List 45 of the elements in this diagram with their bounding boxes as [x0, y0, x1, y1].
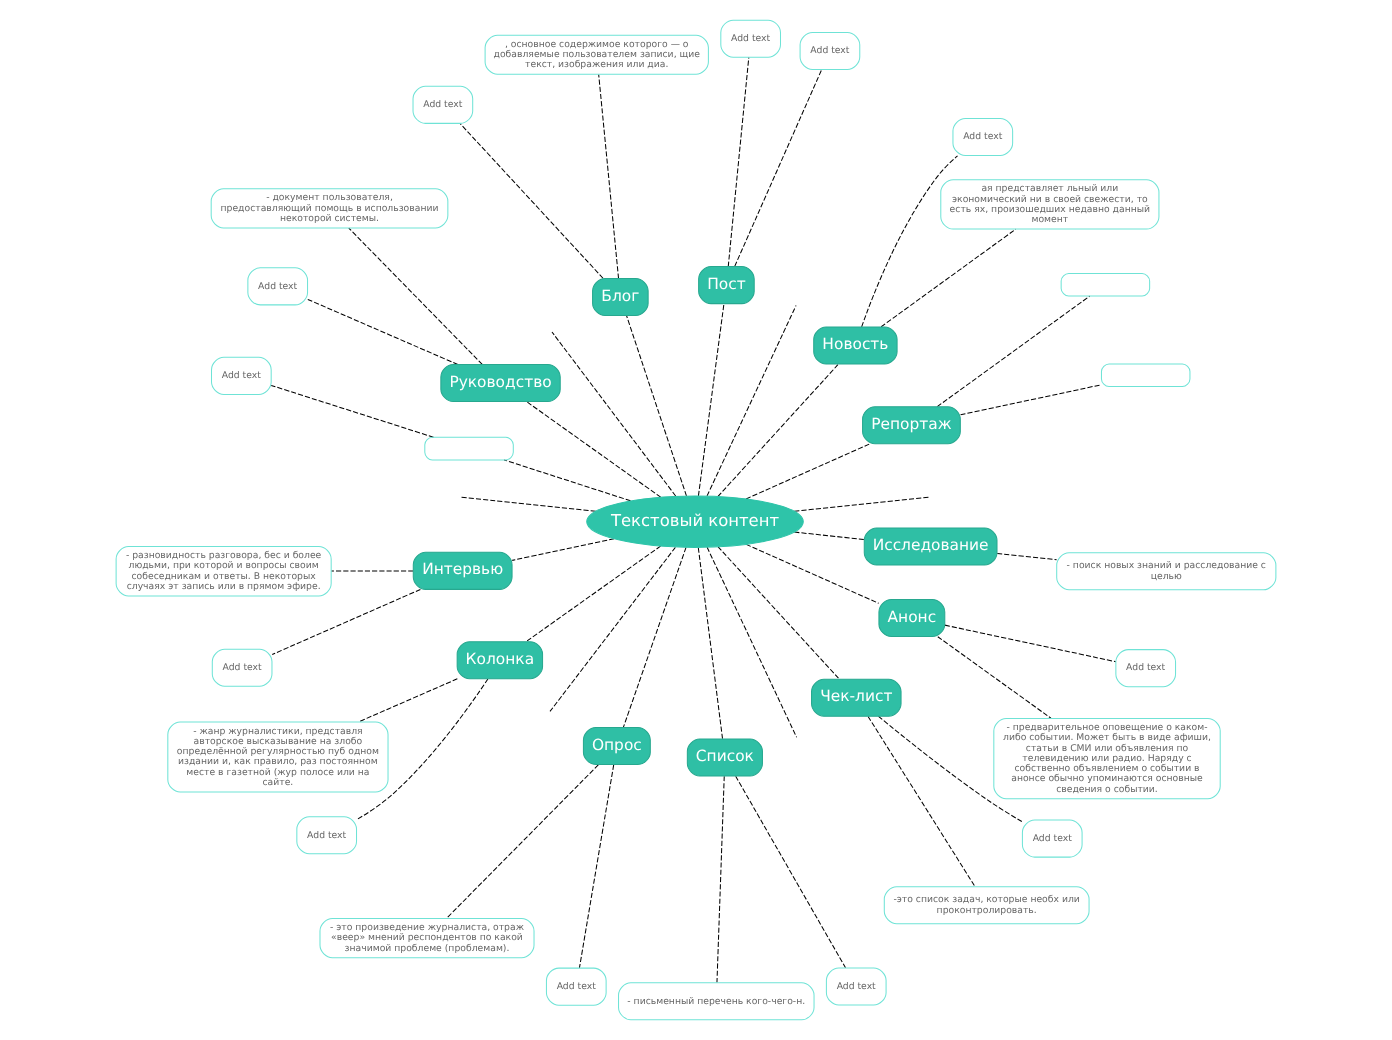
connector	[525, 545, 662, 643]
connector	[578, 764, 615, 969]
node-box	[1100, 363, 1191, 388]
connector	[511, 538, 615, 561]
connector	[880, 228, 1017, 328]
connector	[503, 459, 632, 502]
connector	[717, 363, 839, 497]
connector	[727, 56, 750, 268]
connector	[526, 401, 662, 498]
connector	[745, 443, 870, 500]
node-box	[1060, 272, 1151, 297]
connector	[960, 384, 1102, 416]
connector	[717, 546, 840, 680]
connector	[944, 624, 1117, 663]
connector	[877, 715, 1023, 823]
node-box	[424, 436, 514, 461]
connector	[697, 303, 725, 497]
connector	[549, 546, 676, 712]
connector	[793, 496, 931, 512]
connector	[734, 68, 823, 267]
connector	[867, 715, 976, 888]
connector	[445, 764, 599, 919]
node-ellipse: Текстовый контент	[586, 495, 804, 548]
connector	[745, 543, 880, 604]
connector	[706, 304, 797, 497]
connector	[358, 678, 458, 723]
connector	[697, 547, 724, 740]
connector	[270, 384, 434, 438]
connector	[551, 331, 677, 497]
connector	[936, 295, 1091, 408]
connector	[348, 227, 483, 365]
connector	[716, 775, 725, 984]
connector	[937, 636, 1052, 719]
connector	[706, 546, 798, 738]
connector	[793, 531, 865, 540]
connector	[622, 546, 687, 728]
connector	[598, 73, 620, 279]
connector	[996, 552, 1058, 561]
connector	[459, 496, 597, 512]
connector	[626, 315, 687, 497]
connector	[271, 588, 421, 655]
connector	[861, 155, 959, 328]
connector	[459, 122, 604, 279]
connector	[356, 678, 489, 821]
connector	[735, 775, 847, 969]
